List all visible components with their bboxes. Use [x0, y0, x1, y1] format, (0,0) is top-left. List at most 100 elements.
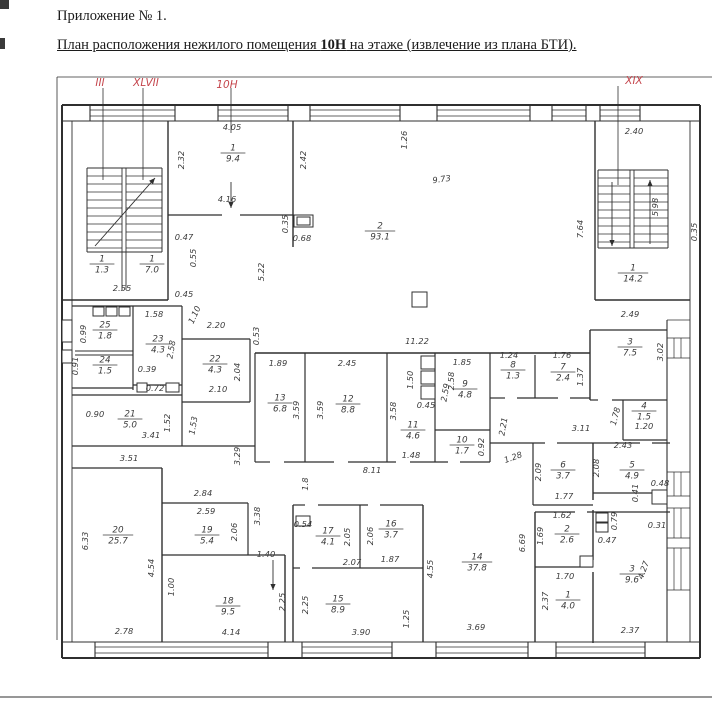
room-number: 24 — [99, 356, 110, 366]
room-number: 1 — [99, 255, 105, 265]
dimension-label: 0.55 — [188, 249, 198, 267]
room-label: 54.9 — [619, 461, 645, 482]
dimension-label: 0.35 — [689, 223, 699, 241]
plan-title: План расположения нежилого помещения 10Н… — [57, 37, 577, 54]
room-label: 128.8 — [335, 395, 361, 416]
dimension-label: 1.8 — [300, 477, 310, 490]
room-number: 20 — [112, 526, 124, 536]
arrow-line — [94, 177, 156, 247]
room-area: 8.9 — [331, 606, 345, 616]
dimension-label: 2.25 — [277, 593, 287, 611]
dimension-label: 7.64 — [575, 220, 585, 238]
fixture-box — [165, 382, 180, 393]
room-label: 81.3 — [500, 361, 526, 382]
dimension-label: 1.87 — [381, 554, 400, 564]
room-area: 37.8 — [467, 564, 487, 574]
fixture-box — [651, 489, 668, 505]
dimension-label: 3.41 — [142, 430, 160, 440]
dimension-label: 2.06 — [365, 527, 375, 545]
room-number: 4 — [641, 402, 647, 412]
scan-artifact — [0, 0, 9, 9]
premises-number: 10Н — [320, 37, 347, 53]
room-area: 4.8 — [458, 391, 472, 401]
dimension-label: 0.35 — [280, 215, 290, 233]
room-number: 2 — [564, 525, 570, 535]
dimension-label: 1.89 — [269, 358, 287, 368]
room-number: 22 — [209, 355, 221, 365]
room-area: 25.7 — [108, 537, 128, 547]
room-label: 17.0 — [139, 255, 165, 276]
room-number: 9 — [462, 380, 468, 390]
fixture-box — [420, 385, 436, 400]
dimension-label: 2.78 — [115, 626, 133, 636]
room-labels: 11.317.019.4293.1114.2251.8241.5234.3224… — [89, 144, 657, 618]
room-area: 1.5 — [98, 367, 112, 377]
dimension-label: 0.99 — [78, 325, 88, 343]
dimension-label: 2.25 — [300, 596, 310, 614]
fixture-box — [105, 306, 118, 317]
arrow-head-icon — [228, 202, 234, 208]
dimension-label: 9.73 — [432, 173, 452, 185]
dimension-label: 3.51 — [120, 453, 138, 463]
dimension-label: 3.69 — [467, 622, 485, 632]
dimension-label: 2.09 — [533, 463, 543, 481]
room-number: 3 — [629, 565, 635, 575]
room-number: 1 — [149, 255, 155, 265]
axis-label: XIX — [624, 75, 643, 87]
room-number: 25 — [99, 321, 111, 331]
fixture-box — [296, 216, 311, 226]
room-area: 5.4 — [200, 537, 214, 547]
dimension-label: 0.47 — [598, 535, 617, 545]
room-area: 4.0 — [561, 602, 575, 612]
dimension-label: 0.90 — [86, 409, 104, 419]
room-number: 7 — [560, 363, 566, 373]
dimension-label: 3.38 — [252, 507, 262, 525]
room-number: 1 — [630, 264, 636, 274]
plan-title-suffix: на этаже (извлечение из плана БТИ). — [346, 37, 577, 53]
dimension-label: 1.62 — [553, 510, 571, 520]
dimension-label: 0.31 — [648, 520, 666, 530]
dimension-label: 1.58 — [145, 309, 163, 319]
dimension-label: 6.69 — [517, 534, 527, 552]
dimension-label: 3.29 — [232, 447, 242, 465]
plan-title-prefix: План расположения нежилого помещения — [57, 37, 321, 53]
dimension-label: 1.40 — [257, 549, 275, 559]
room-area: 6.8 — [273, 405, 287, 415]
walls — [0, 76, 712, 698]
dimension-label: 3.58 — [388, 402, 398, 420]
dimension-label: 1.25 — [401, 610, 411, 628]
room-area: 9.4 — [226, 155, 240, 165]
room-number: 6 — [560, 461, 566, 471]
appendix-title: Приложение № 1. — [57, 8, 167, 24]
dimension-label: 1.78 — [608, 406, 622, 426]
dimension-label: 2.55 — [113, 283, 131, 293]
room-area: 1.5 — [637, 413, 651, 423]
dimension-label: 2.10 — [209, 384, 227, 394]
room-label: 63.7 — [550, 461, 576, 482]
dimension-label: 5.98 — [650, 198, 660, 216]
dimension-label: 0.91 — [70, 357, 80, 375]
dimension-label: 11.22 — [405, 336, 429, 346]
axis-label: 10Н — [216, 79, 237, 91]
room-label: 215.0 — [117, 410, 143, 431]
arrow-head-icon — [270, 584, 276, 590]
room-label: 241.5 — [92, 356, 118, 377]
dimension-label: 2.21 — [497, 417, 510, 437]
room-number: 16 — [385, 520, 397, 530]
room-label: 195.4 — [194, 526, 220, 547]
room-label: 234.3 — [145, 335, 171, 356]
dimension-label: 8.11 — [363, 465, 381, 475]
room-area: 1.8 — [98, 332, 112, 342]
dimension-label: 2.58 — [446, 372, 456, 390]
dimension-label: 5.22 — [256, 263, 266, 281]
room-area: 1.7 — [455, 447, 469, 457]
dimension-label: 1.77 — [555, 491, 574, 501]
fixture-box — [420, 355, 436, 370]
dimension-label: 2.59 — [197, 506, 215, 516]
room-number: 13 — [274, 394, 286, 404]
room-label: 158.9 — [325, 595, 351, 616]
